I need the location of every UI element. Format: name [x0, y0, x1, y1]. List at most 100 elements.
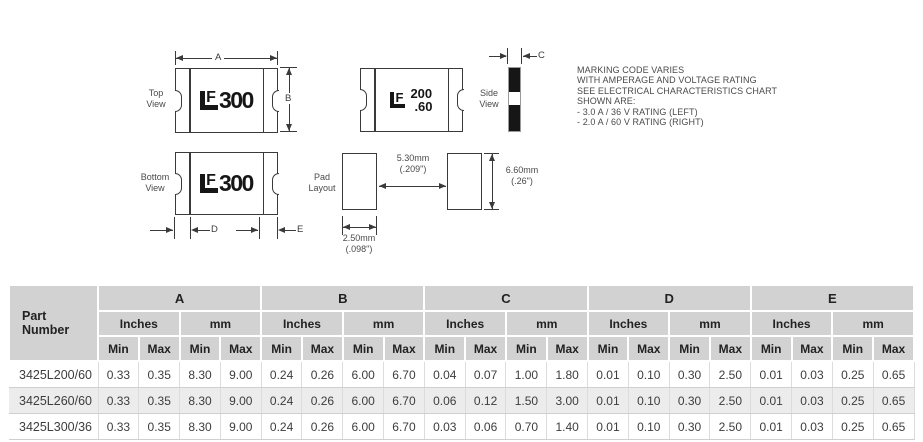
col-group-e: E	[749, 284, 916, 312]
min-header: Min	[831, 335, 875, 362]
pad-layout-label: Pad Layout	[300, 172, 344, 194]
notch-right	[271, 172, 279, 195]
unit-header-mm: mm	[504, 310, 589, 337]
min-header: Min	[341, 335, 385, 362]
table-cell: 6.70	[383, 387, 425, 414]
unit-header-inches: Inches	[749, 310, 834, 337]
bottom-view-label-line2: View	[145, 183, 165, 193]
col-group-a: A	[96, 284, 263, 312]
table-cell: 0.65	[872, 361, 915, 388]
unit-header-inches: Inches	[423, 310, 507, 337]
min-header: Min	[586, 335, 630, 362]
table-cell: 0.25	[831, 361, 874, 388]
pad-width-inches: (.098")	[345, 244, 373, 254]
max-header: Max	[545, 335, 589, 362]
part-number-cell: 3425L200/60	[9, 361, 98, 388]
table-cell: 0.33	[97, 387, 139, 414]
terminal-line-right	[447, 69, 449, 131]
note-line: WITH AMPERAGE AND VOLTAGE RATING	[577, 75, 757, 86]
min-header: Min	[97, 335, 140, 362]
terminal-line-right	[262, 153, 264, 214]
table-cell: 0.03	[791, 413, 833, 440]
unit-header-inches: Inches	[260, 310, 344, 337]
dim-a-label: A	[212, 52, 225, 63]
note-line: SHOWN ARE:	[577, 96, 636, 107]
table-cell: 0.03	[791, 387, 833, 414]
table-cell: 9.00	[219, 361, 262, 388]
table-cell: 0.33	[97, 361, 139, 388]
notch-left	[174, 172, 182, 195]
table-cell: 9.00	[219, 413, 262, 440]
table-cell: 0.01	[587, 413, 629, 440]
notch-right	[271, 89, 279, 112]
part-number-header: Part Number	[8, 284, 99, 362]
table-cell: 6.00	[342, 361, 384, 388]
pad-height-inches: (.26")	[511, 176, 533, 186]
table-cell: 0.06	[423, 387, 466, 414]
table-cell: 0.26	[301, 413, 343, 440]
terminal-line-left	[189, 153, 191, 214]
table-cell: 0.30	[668, 387, 710, 414]
max-header: Max	[300, 335, 344, 362]
table-cell: 0.04	[423, 361, 466, 388]
table-cell: 0.10	[627, 413, 670, 440]
marking-value: 300	[218, 87, 254, 113]
table-row: 3425L300/36 0.33 0.35 8.30 9.00 0.24 0.2…	[9, 413, 915, 440]
top-view-label: Top View	[137, 88, 175, 110]
table-cell: 0.30	[668, 361, 710, 388]
table-cell: 0.24	[260, 413, 302, 440]
marking-note: MARKING CODE VARIES WITH AMPERAGE AND VO…	[577, 65, 857, 127]
table-cell: 1.40	[546, 413, 588, 440]
unit-header-mm: mm	[831, 310, 915, 337]
note-line: - 2.0 A / 60 V RATING (RIGHT)	[577, 117, 704, 128]
max-header: Max	[137, 335, 181, 362]
dim-b-label: B	[283, 93, 294, 104]
table-cell: 0.12	[464, 387, 506, 414]
part-number-cell: 3425L300/36	[9, 413, 98, 440]
col-group-c: C	[423, 284, 589, 312]
table-cell: 6.00	[342, 413, 384, 440]
table-cell: 0.26	[301, 361, 343, 388]
table-cell: 0.03	[423, 413, 466, 440]
table-cell: 0.01	[750, 387, 792, 414]
table-cell: 0.07	[464, 361, 506, 388]
unit-header-inches: Inches	[97, 310, 181, 337]
terminal-line-left	[189, 69, 191, 132]
alt-marking-chip: F 200 .60	[359, 68, 464, 132]
top-view-label-line1: Top	[148, 88, 164, 98]
table-cell: 0.26	[301, 387, 343, 414]
pad-layout-label-line1: Pad	[313, 172, 330, 182]
note-line: SEE ELECTRICAL CHARACTERISTICS CHART	[577, 85, 778, 96]
table-cell: 8.30	[179, 413, 221, 440]
table-cell: 0.10	[627, 387, 670, 414]
min-header: Min	[423, 335, 467, 362]
note-line: - 3.0 A / 36 V RATING (LEFT)	[577, 106, 698, 117]
notch-right	[456, 89, 464, 111]
unit-header-mm: mm	[178, 310, 263, 337]
table-cell: 0.10	[627, 361, 670, 388]
unit-header-inches: Inches	[586, 310, 671, 337]
table-cell: 0.01	[587, 361, 629, 388]
lf-logo: F	[200, 173, 218, 193]
table-cell: 0.01	[750, 413, 792, 440]
table-cell: 2.50	[709, 413, 751, 440]
pad-height-mm: 6.60mm	[505, 165, 539, 175]
max-header: Max	[464, 335, 507, 362]
unit-header-mm: mm	[341, 310, 426, 337]
min-header: Min	[749, 335, 793, 362]
marking-line1: 200	[410, 86, 433, 101]
table-cell: 0.65	[872, 387, 915, 414]
side-view-label-line2: View	[479, 99, 499, 109]
min-header: Min	[504, 335, 548, 362]
table-row: 3425L200/60 0.33 0.35 8.30 9.00 0.24 0.2…	[9, 361, 915, 388]
max-header: Max	[872, 335, 915, 362]
terminal-line-right	[262, 69, 264, 132]
table-cell: 6.70	[383, 361, 425, 388]
table-cell: 1.50	[505, 387, 547, 414]
min-header: Min	[260, 335, 303, 362]
table-cell: 0.25	[831, 413, 874, 440]
